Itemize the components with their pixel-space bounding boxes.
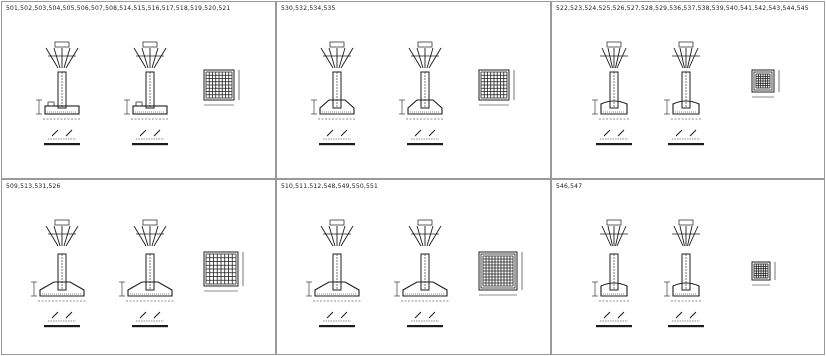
detail-panel-1: 501,502,503,504,505,506,507,508,514,515,… — [1, 1, 276, 179]
plan-rebar-grid — [482, 255, 514, 287]
rebar-group — [45, 47, 79, 69]
section-symbol — [675, 311, 697, 319]
rebar-group — [673, 47, 699, 69]
caption-mark — [44, 143, 80, 146]
bar-mark — [606, 41, 622, 48]
detail-panel-2: 530,532,534,535 — [276, 1, 551, 179]
detail-panel-3: 522,523,524,525,526,527,528,529,536,537,… — [551, 1, 825, 179]
panel-header: 522,523,524,525,526,527,528,529,536,537,… — [556, 5, 809, 12]
plan-inner-frame — [753, 71, 773, 91]
rebar-group — [601, 225, 627, 247]
section-symbol — [603, 311, 625, 319]
footing-detail-drawing — [31, 219, 244, 328]
footing-outline — [402, 281, 448, 297]
caption-mark — [407, 143, 443, 146]
detail-panel-4: 509,513,531,526 — [1, 179, 276, 355]
plan-rebar-grid — [755, 73, 771, 89]
pedestal — [47, 101, 55, 107]
rebar-group — [408, 47, 442, 69]
bar-mark — [678, 41, 694, 48]
footing-outline — [319, 99, 355, 115]
pedestal — [135, 101, 143, 107]
rebar-group — [133, 47, 167, 69]
section-symbol — [139, 129, 161, 137]
footing-detail-drawing — [592, 41, 780, 146]
caption-mark — [319, 143, 355, 146]
detail-panel-6: 546,547 — [551, 179, 825, 355]
section-symbol — [326, 311, 348, 319]
footing-detail-drawing — [311, 41, 515, 146]
footing-outline — [600, 100, 628, 115]
plan-rebar-grid — [205, 71, 233, 99]
footing-outline — [600, 282, 628, 297]
detail-panel-5: 510,511,512,548,549,550,551 — [276, 179, 551, 355]
caption-mark — [407, 325, 443, 328]
footing-detail-drawing — [36, 41, 240, 146]
caption-mark — [319, 325, 355, 328]
caption-mark — [132, 325, 168, 328]
footing-outline — [314, 281, 360, 297]
panel-header: 501,502,503,504,505,506,507,508,514,515,… — [6, 5, 231, 12]
rebar-group — [673, 225, 699, 247]
footing-detail-drawing — [306, 219, 523, 328]
caption-mark — [44, 325, 80, 328]
section-symbol — [51, 129, 73, 137]
rebar-group — [408, 225, 442, 247]
bar-mark — [142, 41, 158, 48]
section-symbol — [51, 311, 73, 319]
bar-mark — [329, 219, 345, 226]
caption-mark — [668, 143, 704, 146]
bar-mark — [142, 219, 158, 226]
bar-mark — [54, 219, 70, 226]
section-symbol — [414, 311, 436, 319]
caption-mark — [132, 143, 168, 146]
panel-header: 530,532,534,535 — [281, 5, 336, 12]
footing-outline — [132, 105, 168, 115]
caption-mark — [596, 143, 632, 146]
rebar-group — [45, 225, 79, 247]
caption-mark — [596, 325, 632, 328]
plan-rebar-grid — [205, 253, 237, 285]
rebar-group — [133, 225, 167, 247]
footing-outline — [44, 105, 80, 115]
bar-mark — [417, 219, 433, 226]
section-symbol — [326, 129, 348, 137]
plan-rebar-grid — [480, 71, 508, 99]
footing-outline — [672, 100, 700, 115]
rebar-group — [320, 47, 354, 69]
bar-mark — [678, 219, 694, 226]
panel-header: 509,513,531,526 — [6, 183, 61, 190]
section-symbol — [414, 129, 436, 137]
caption-mark — [668, 325, 704, 328]
section-symbol — [139, 311, 161, 319]
plan-rebar-grid — [753, 263, 769, 279]
footing-outline — [407, 99, 443, 115]
section-symbol — [675, 129, 697, 137]
bar-mark — [417, 41, 433, 48]
footing-outline — [672, 282, 700, 297]
panel-header: 546,547 — [556, 183, 583, 190]
bar-mark — [54, 41, 70, 48]
section-symbol — [603, 129, 625, 137]
panel-header: 510,511,512,548,549,550,551 — [281, 183, 379, 190]
footing-outline — [39, 281, 85, 297]
bar-mark — [329, 41, 345, 48]
footing-outline — [127, 281, 173, 297]
rebar-group — [320, 225, 354, 247]
footing-detail-drawing — [592, 219, 776, 328]
bar-mark — [606, 219, 622, 226]
rebar-group — [601, 47, 627, 69]
plan-inner-frame — [480, 253, 516, 289]
